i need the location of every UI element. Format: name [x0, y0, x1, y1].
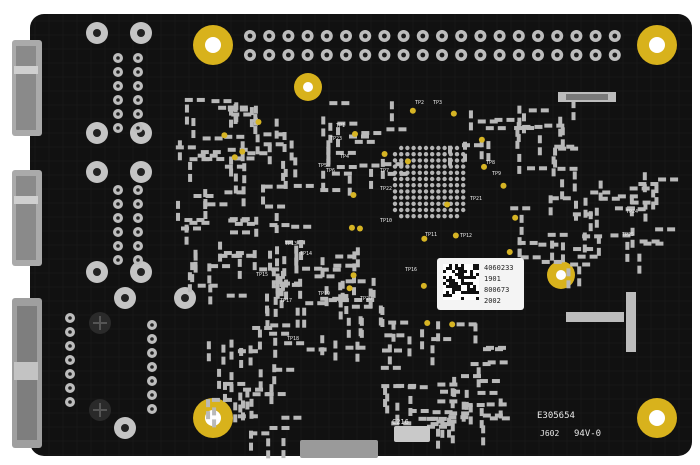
test-point-label: TP19	[318, 291, 330, 297]
test-point-label: TP2	[415, 100, 424, 106]
test-point-label: TP3	[433, 100, 442, 106]
mount-hole-small-1	[294, 73, 322, 101]
mount-hole-bottom-left	[193, 398, 233, 438]
test-point-label: TP22	[380, 186, 392, 192]
sticker-line-4: 2002	[484, 297, 501, 305]
test-point-label: TP4	[340, 154, 349, 160]
test-point-label: TP7	[380, 168, 389, 174]
sticker-line-3: 800673	[484, 286, 509, 294]
right-edge-pads	[558, 92, 636, 352]
test-point-label: TP25	[622, 232, 634, 238]
bottom-connector	[300, 426, 430, 458]
mount-hole-top-right	[637, 25, 677, 65]
test-point-label: TP8	[486, 160, 495, 166]
smd-component-pads	[175, 97, 679, 459]
test-point-label: TP16	[405, 267, 417, 273]
gpio-header-pads	[244, 30, 621, 61]
sticker-line-1: 4060233	[484, 264, 514, 272]
test-point-label: TP21	[470, 196, 482, 202]
test-point-label: TP10	[380, 218, 392, 224]
sticker-line-2: 1901	[484, 275, 501, 283]
test-point-label: TP11	[425, 232, 437, 238]
test-point-label: TP1	[336, 123, 345, 129]
test-point-label: TP14	[300, 251, 312, 257]
bga-chip-pads	[392, 145, 466, 219]
usb-port-top	[12, 40, 42, 136]
test-point-label: TP9	[492, 171, 501, 177]
test-point-label: TP5	[318, 163, 327, 169]
test-point-label: TP6	[326, 168, 335, 174]
test-point-label: TP13	[285, 241, 297, 247]
screw-boss-2	[89, 399, 111, 421]
through-hole-pads	[65, 22, 196, 439]
serial-sticker: 4060233 1901 800673 2002	[437, 258, 524, 310]
test-point-label: TP23	[330, 136, 342, 142]
test-point-label: TP15	[256, 272, 268, 278]
test-point-label: TP20	[360, 296, 372, 302]
usb-port-middle	[12, 170, 42, 266]
screw-boss-1	[89, 312, 111, 334]
silk-serial: E305654	[537, 411, 575, 421]
test-point-label: TP12	[460, 233, 472, 239]
silk-ref-c: C216	[392, 418, 409, 426]
ethernet-port	[12, 298, 42, 448]
silk-date-code: J602	[540, 429, 559, 438]
qr-code	[443, 264, 479, 300]
mount-hole-bottom-right	[637, 398, 677, 438]
silk-rating: 94V-0	[574, 429, 601, 439]
test-point-label: TP18	[287, 336, 299, 342]
mount-hole-top-left	[193, 25, 233, 65]
test-point-label: TP17	[280, 298, 292, 304]
test-point-label: TP24	[626, 209, 638, 215]
